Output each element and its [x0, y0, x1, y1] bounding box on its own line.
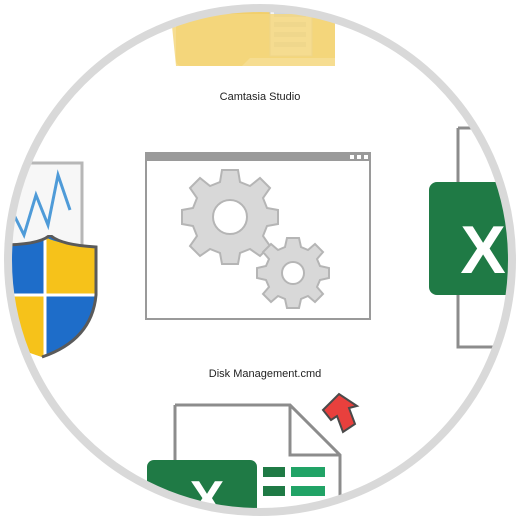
- file-item-camtasia-studio[interactable]: Camtasia Studio: [170, 0, 350, 110]
- shortcut-arrow-icon: [321, 392, 360, 434]
- folder-icon: [170, 0, 335, 66]
- excel-icon: X: [429, 126, 520, 349]
- file-name-camtasia-studio: Camtasia Studio: [219, 91, 301, 103]
- file-item-disk-management[interactable]: Disk Management.cmd: [145, 152, 371, 384]
- large-gear-icon: [181, 169, 279, 265]
- gears-window-icon: [145, 152, 371, 320]
- svg-text:X: X: [460, 212, 505, 288]
- file-name-disk-management: Disk Management.cmd: [208, 368, 322, 380]
- file-item-excel-workbook[interactable]: X: [425, 125, 520, 355]
- svg-text:X: X: [190, 471, 225, 520]
- file-item-excel-shortcut[interactable]: X: [145, 390, 375, 520]
- file-item-security-shortcut[interactable]: s: [0, 150, 110, 385]
- small-gear-icon: [256, 237, 330, 309]
- file-name-shield-shortcut: s: [32, 369, 38, 381]
- shield-icon: [0, 235, 98, 359]
